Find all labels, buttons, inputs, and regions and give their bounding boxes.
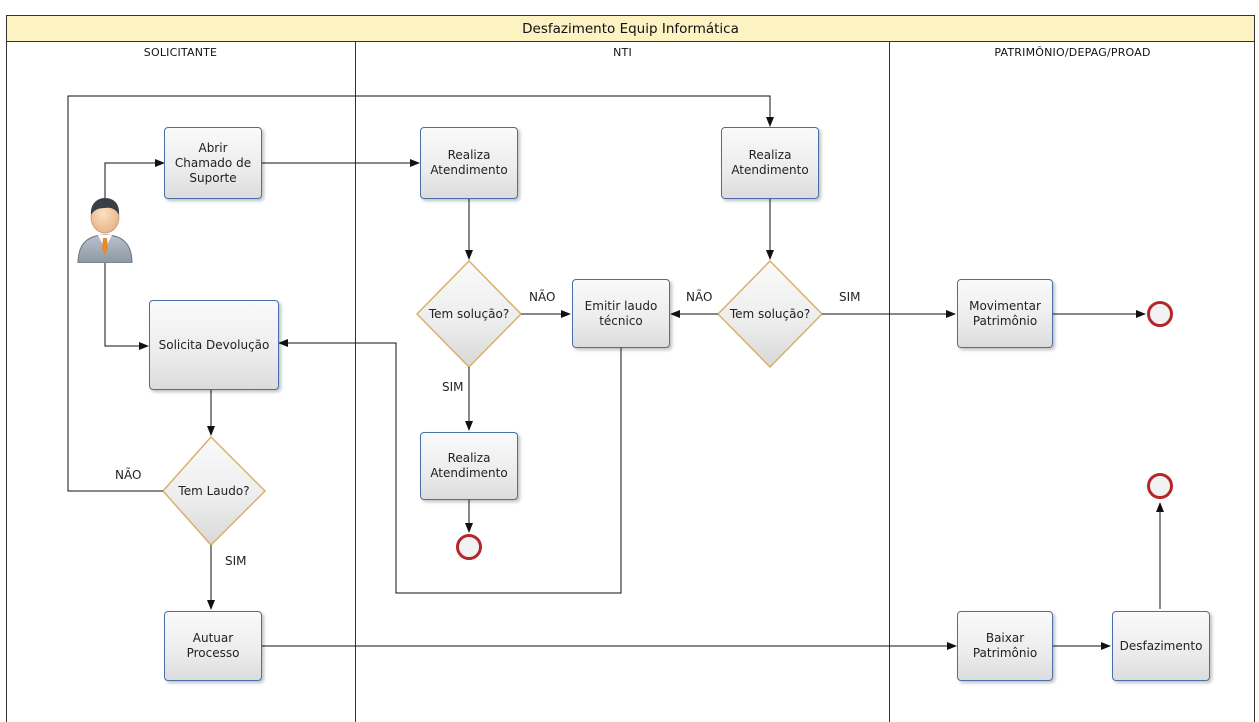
task-realiza-atendimento-2[interactable]: Realiza Atendimento — [721, 127, 819, 199]
user-actor-icon — [77, 198, 133, 263]
connector — [104, 262, 149, 350]
end-event-icon — [1147, 473, 1173, 499]
task-autuar-processo[interactable]: Autuar Processo — [164, 611, 262, 681]
pool-title: Desfazimento Equip Informática — [6, 15, 1255, 42]
lane-divider — [889, 42, 890, 722]
edge-label-nao: NÃO — [115, 468, 142, 482]
lane-header-patrimonio: PATRIMÔNIO/DEPAG/PROAD — [994, 46, 1151, 59]
task-desfazimento[interactable]: Desfazimento — [1112, 611, 1210, 681]
decision-diamond — [716, 259, 824, 369]
connector — [67, 95, 774, 492]
task-solicita-devolucao[interactable]: Solicita Devolução — [149, 300, 279, 390]
lane-divider — [355, 42, 356, 722]
connector — [278, 339, 622, 594]
end-event-icon — [456, 534, 482, 560]
decision-tem-solucao-2: Tem solução? — [729, 307, 811, 321]
task-realiza-atendimento-3[interactable]: Realiza Atendimento — [420, 432, 518, 500]
edge-label-sim: SIM — [442, 380, 464, 394]
task-realiza-atendimento-1[interactable]: Realiza Atendimento — [420, 127, 518, 199]
decision-tem-solucao-1: Tem solução? — [428, 307, 510, 321]
edge-label-nao: NÃO — [686, 290, 713, 304]
edge-label-sim: SIM — [839, 290, 861, 304]
task-emitir-laudo[interactable]: Emitir laudo técnico — [572, 279, 670, 348]
edge-label-sim: SIM — [225, 554, 247, 568]
lane-header-solicitante: SOLICITANTE — [143, 46, 218, 59]
connector — [104, 159, 165, 208]
task-abrir-chamado[interactable]: Abrir Chamado de Suporte — [164, 127, 262, 199]
task-movimentar-patrimonio[interactable]: Movimentar Patrimônio — [957, 279, 1053, 348]
lane-header-nti: NTI — [613, 46, 632, 59]
end-event-icon — [1147, 301, 1173, 327]
edge-label-nao: NÃO — [529, 290, 556, 304]
decision-tem-laudo: Tem Laudo? — [178, 484, 250, 498]
task-baixar-patrimonio[interactable]: Baixar Patrimônio — [957, 611, 1053, 681]
